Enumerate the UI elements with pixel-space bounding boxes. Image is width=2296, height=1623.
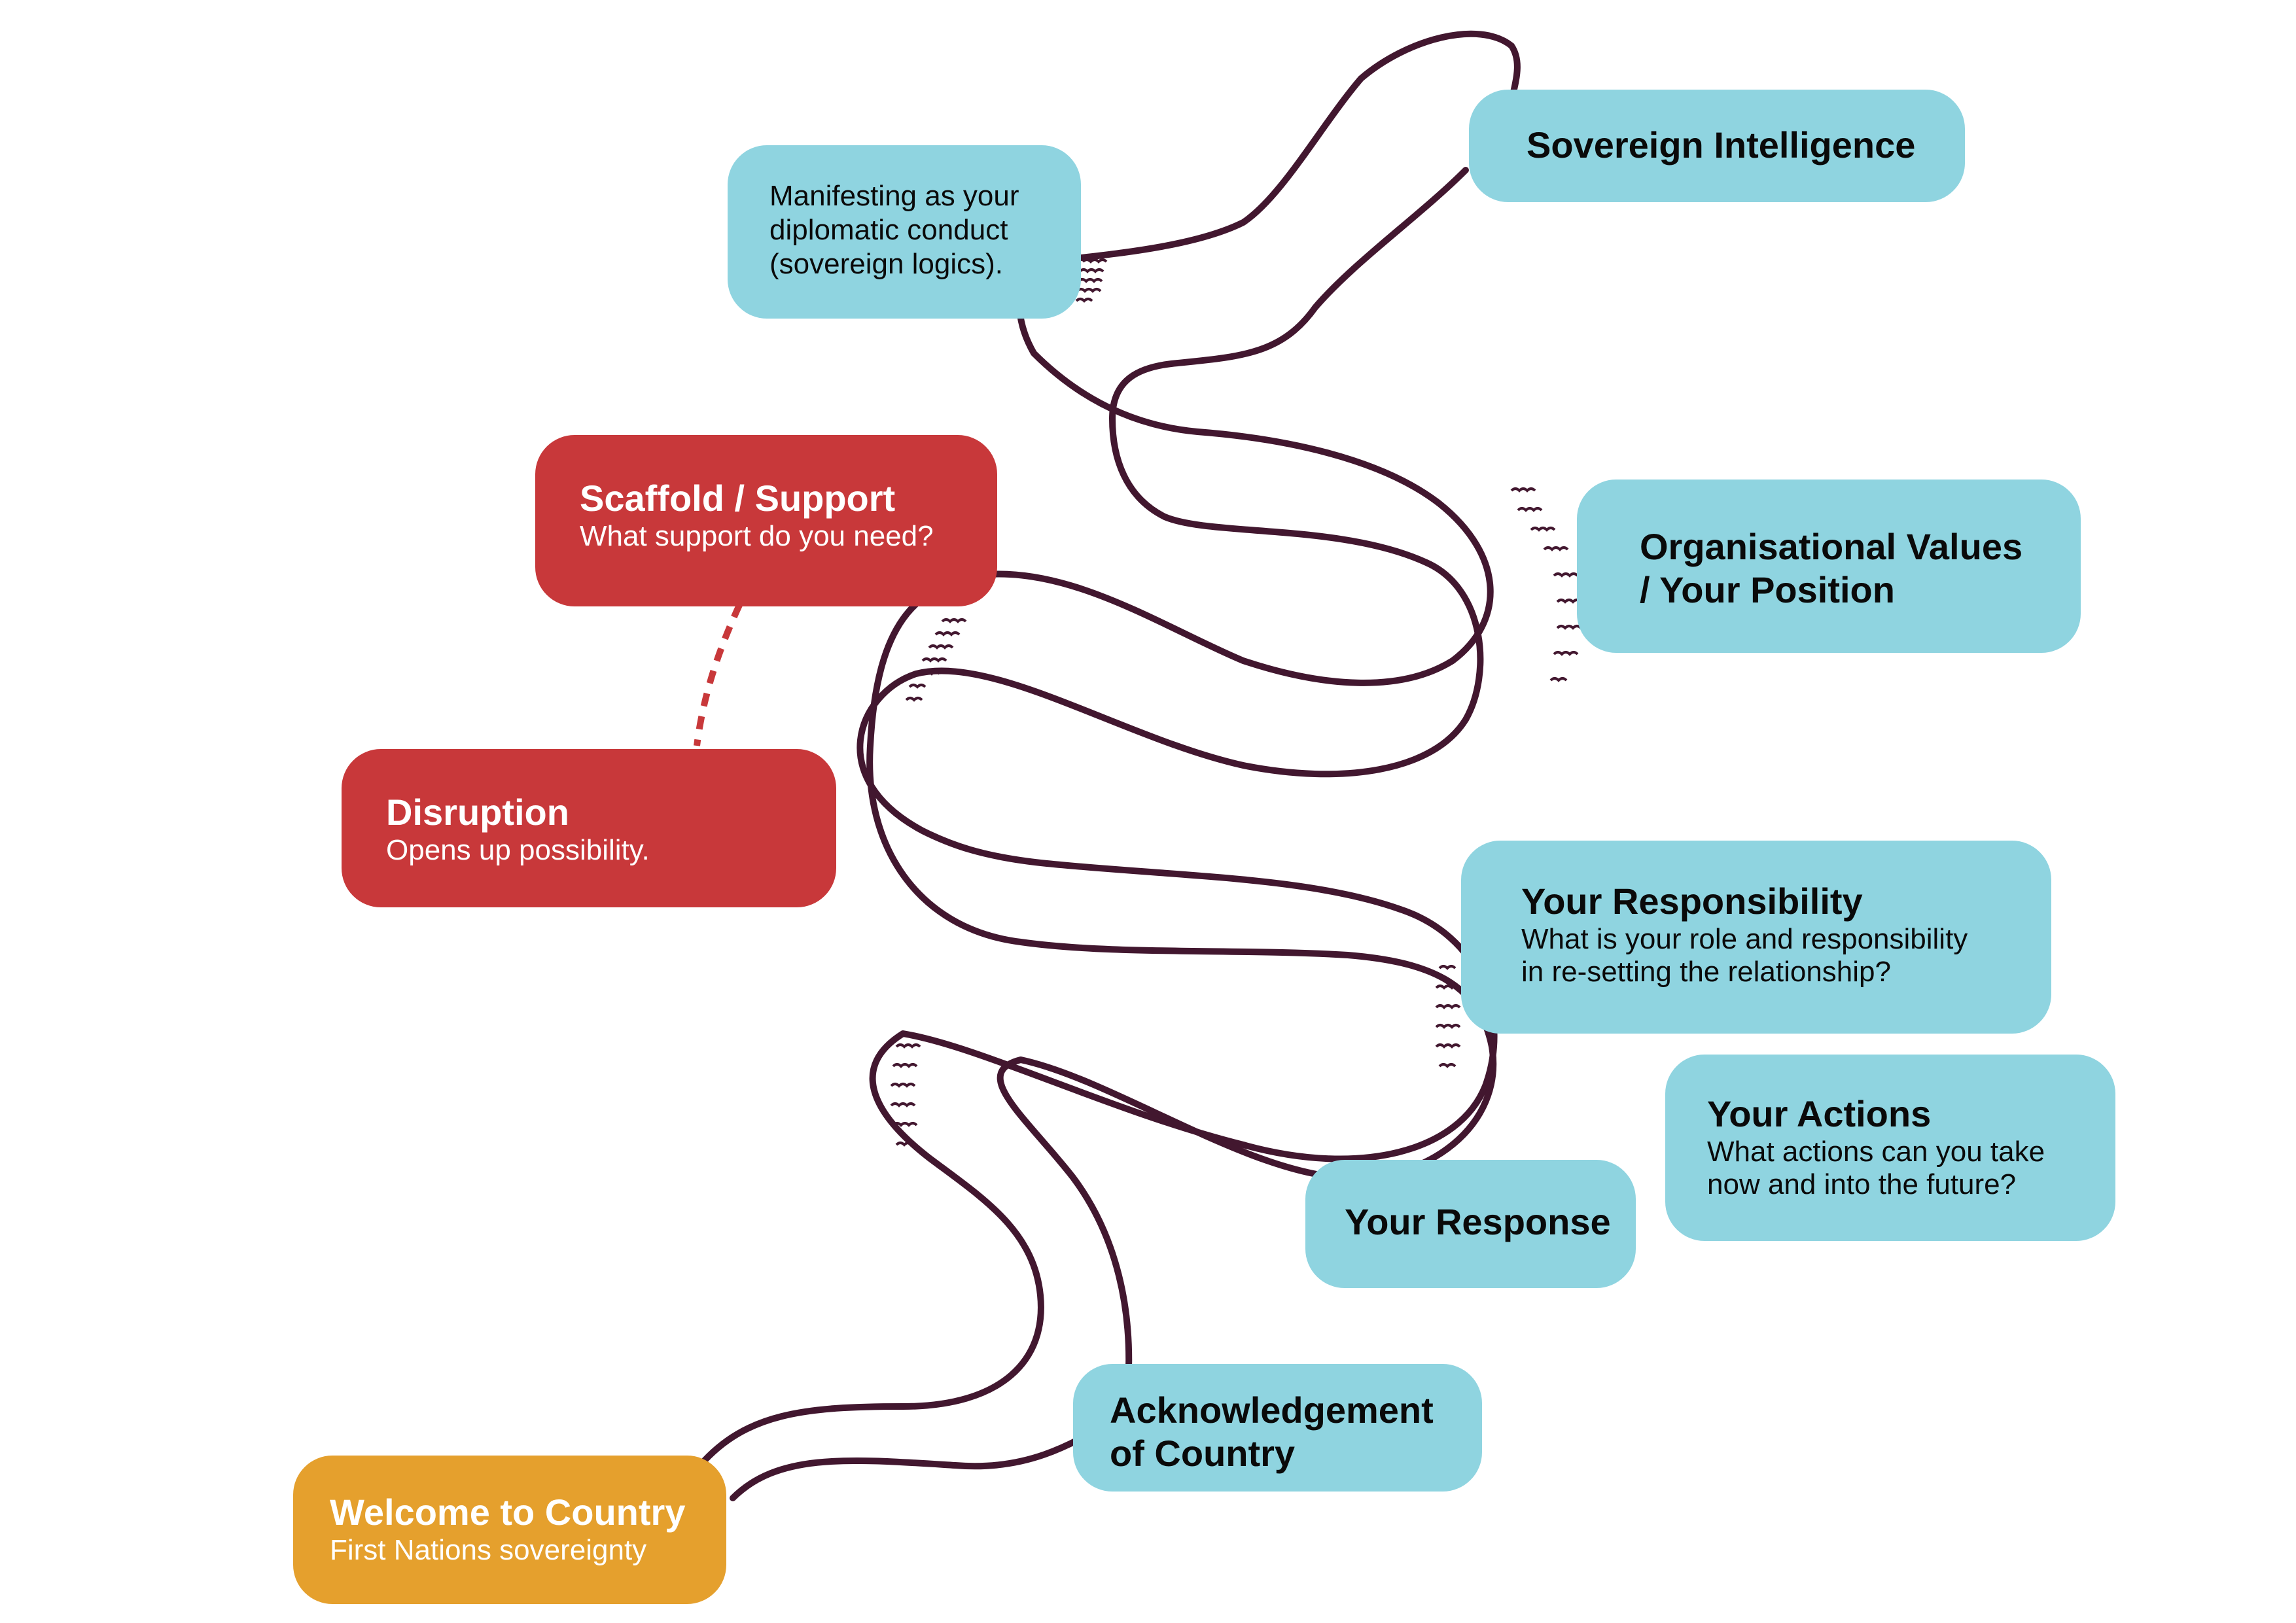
your-response-title: Your Response [1345, 1201, 1611, 1242]
scale-pattern-5 [890, 1043, 921, 1147]
path-outer-edge [697, 167, 1498, 1469]
dashed-connector [694, 603, 743, 746]
node-sovereign-intelligence: Sovereign Intelligence [1469, 90, 1965, 202]
scale-pattern-1 [1075, 258, 1108, 303]
node-manifesting: Manifesting as your diplomatic conduct (… [728, 145, 1081, 319]
scaffold-support-title: Scaffold / Support [580, 478, 896, 519]
acknowledgement-title: Acknowledgement of Country [1110, 1389, 1434, 1474]
node-scaffold-support: Scaffold / Support What support do you n… [535, 435, 997, 606]
node-welcome-to-country: Welcome to Country First Nations soverei… [293, 1456, 726, 1604]
your-responsibility-title: Your Responsibility [1521, 881, 1863, 922]
scale-pattern-4 [1435, 965, 1461, 1068]
scaffold-support-subtitle: What support do you need? [580, 520, 934, 552]
organisational-values-title: Organisational Values / Your Position [1640, 526, 2023, 610]
node-your-response: Your Response [1305, 1160, 1636, 1288]
disruption-title: Disruption [386, 792, 569, 833]
sovereign-intelligence-title: Sovereign Intelligence [1527, 124, 1916, 166]
node-disruption: Disruption Opens up possibility. [342, 749, 836, 907]
welcome-title: Welcome to Country [330, 1492, 686, 1533]
your-responsibility-subtitle: What is your role and responsibility in … [1521, 923, 1968, 988]
disruption-subtitle: Opens up possibility. [386, 834, 650, 866]
welcome-subtitle: First Nations sovereignty [330, 1534, 647, 1566]
your-actions-title: Your Actions [1707, 1093, 1932, 1134]
node-your-responsibility: Your Responsibility What is your role an… [1461, 841, 2051, 1034]
scale-pattern-2 [1510, 487, 1582, 682]
node-organisational-values: Organisational Values / Your Position [1577, 480, 2081, 653]
node-your-actions: Your Actions What actions can you take n… [1665, 1055, 2115, 1241]
manifesting-text: Manifesting as your diplomatic conduct (… [769, 180, 1019, 280]
your-actions-subtitle: What actions can you take now and into t… [1707, 1136, 2045, 1200]
scale-pattern-3 [905, 618, 967, 702]
node-acknowledgement: Acknowledgement of Country [1073, 1364, 1482, 1492]
